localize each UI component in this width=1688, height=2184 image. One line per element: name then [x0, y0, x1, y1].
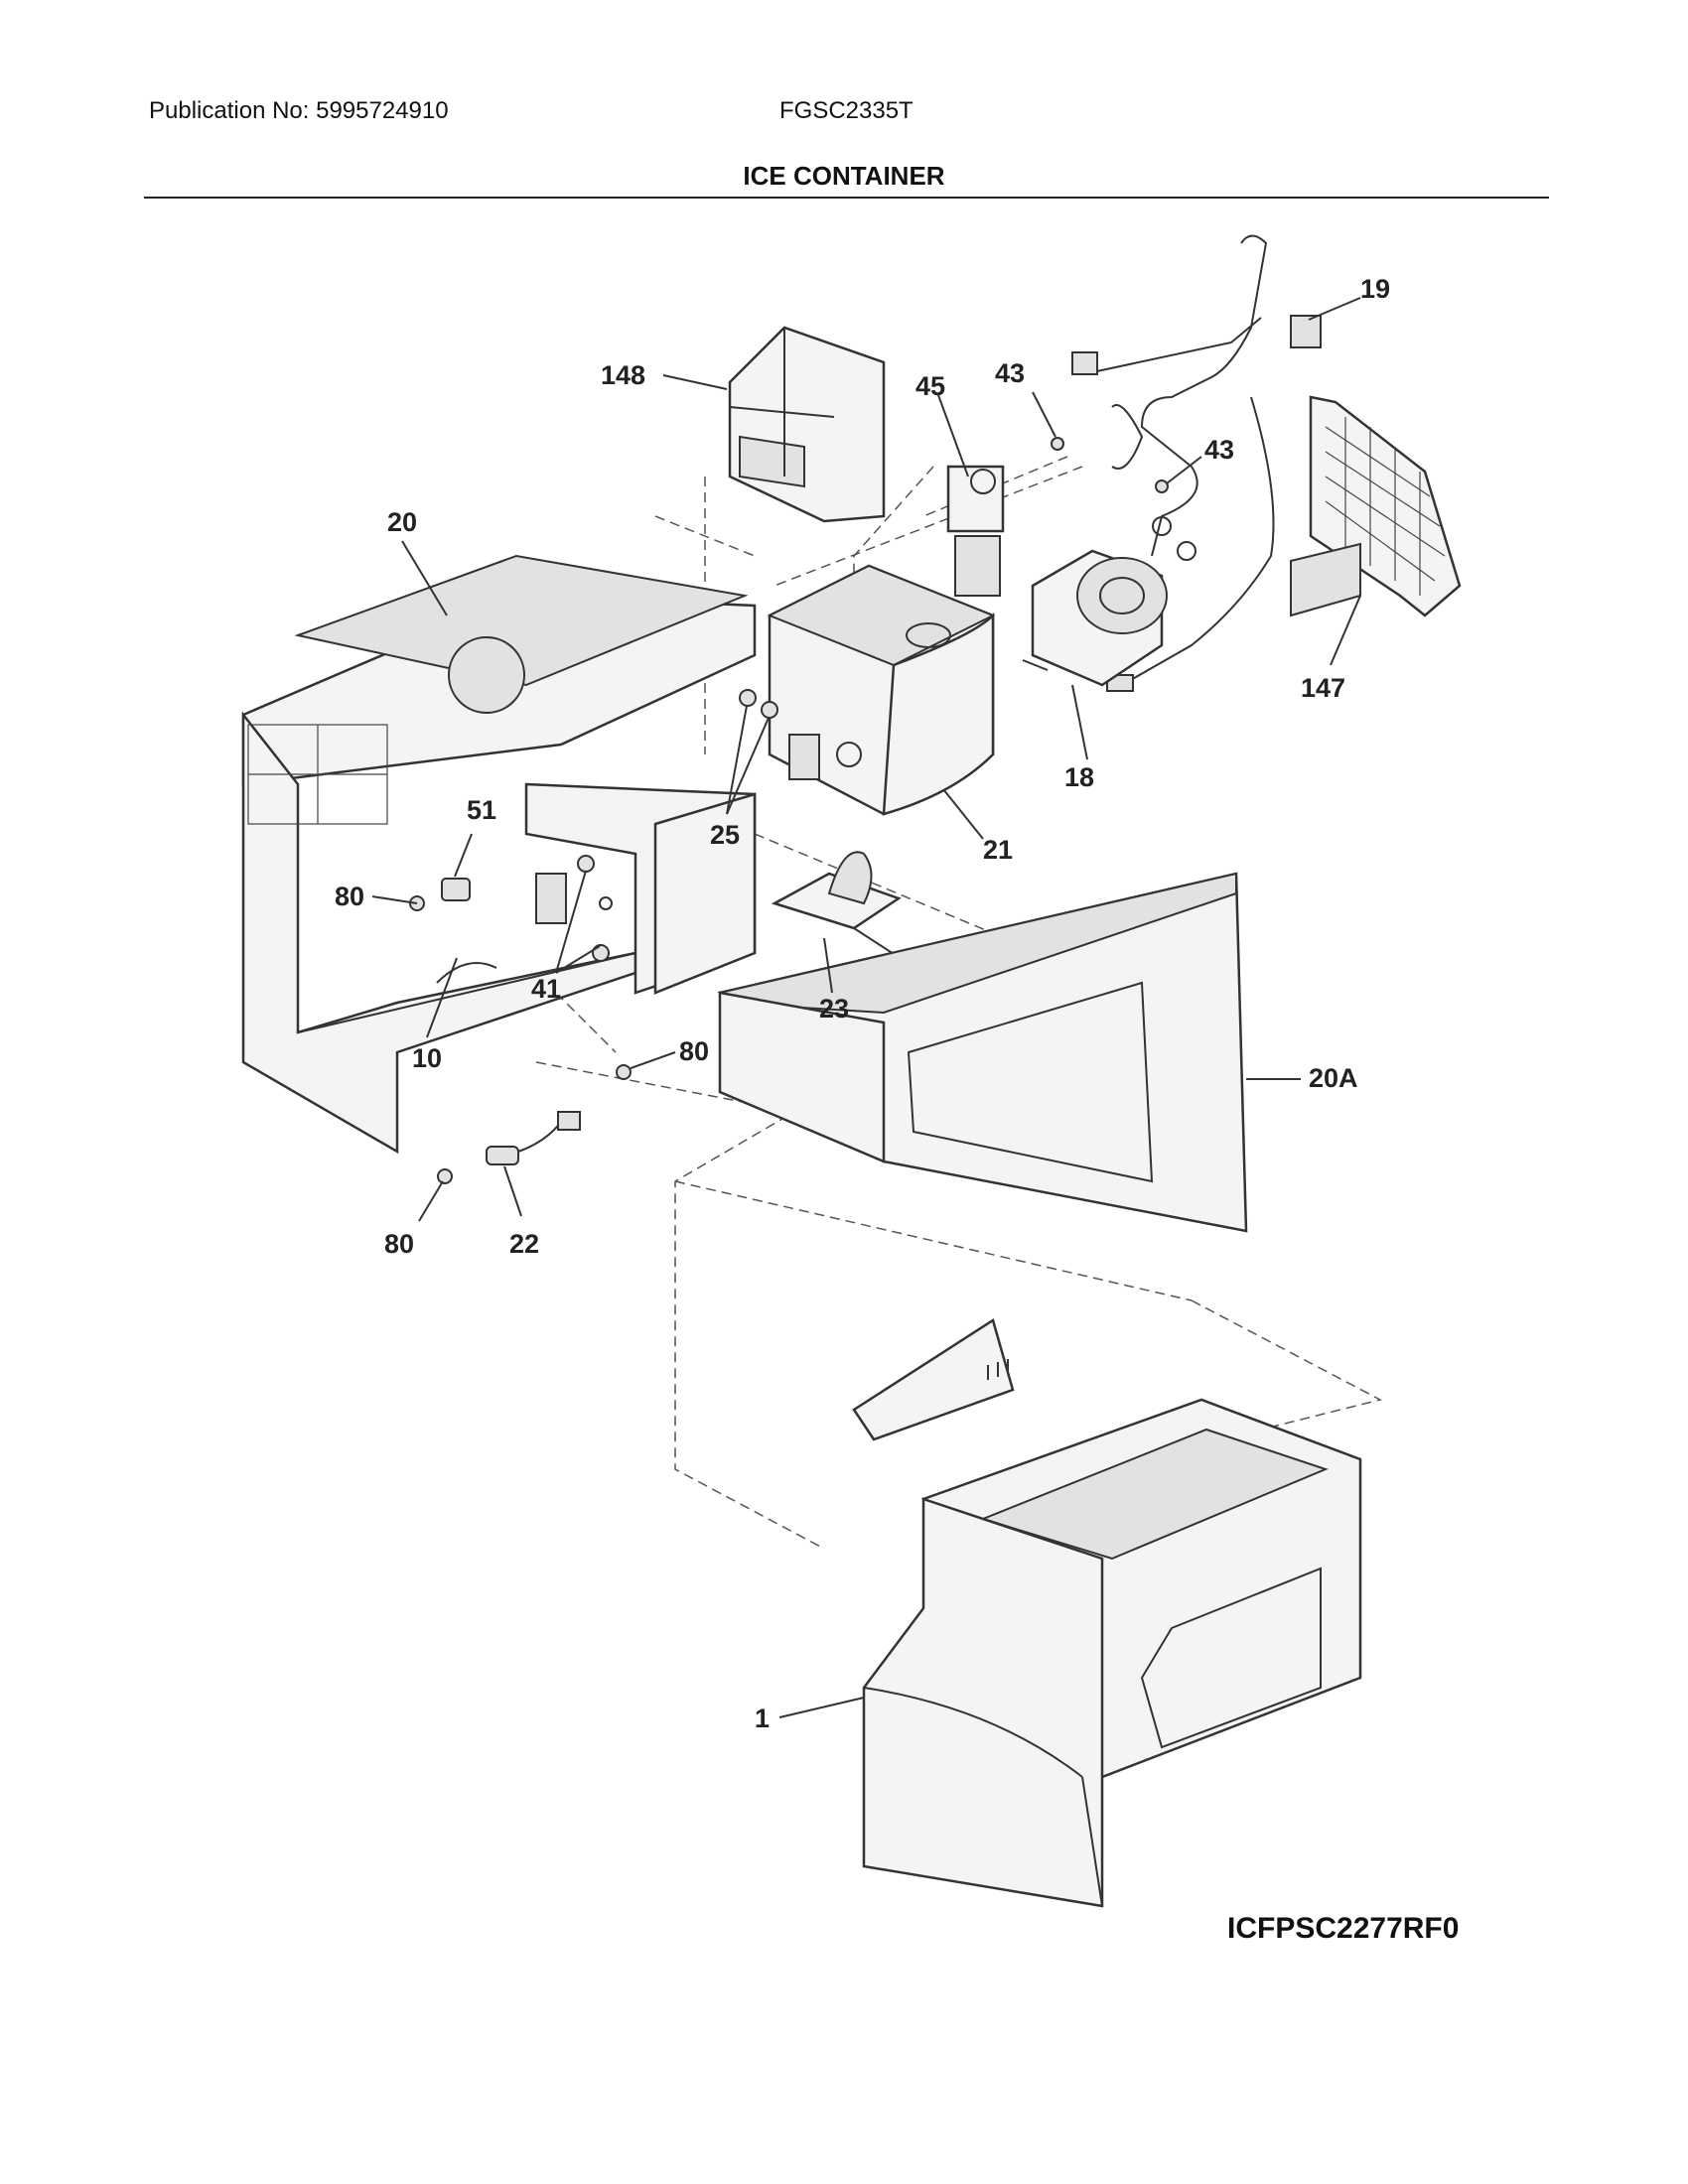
- part-147-grid-cover: [1290, 395, 1462, 617]
- callout-10: 10: [412, 1043, 442, 1073]
- part-21-motor-housing: [767, 564, 996, 816]
- part-1-ice-bucket: [862, 1398, 1362, 1908]
- part-20-housing: [241, 554, 757, 1155]
- callout-80-left: 80: [335, 882, 364, 911]
- part-18-motor: [1022, 549, 1168, 687]
- callout-18: 18: [1064, 762, 1094, 792]
- callout-80-middle: 80: [679, 1036, 709, 1066]
- callout-25: 25: [710, 820, 740, 850]
- header-rule: [144, 197, 1549, 199]
- callout-41: 41: [531, 974, 561, 1004]
- callout-21: 21: [983, 835, 1013, 865]
- callout-80-bottom: 80: [384, 1229, 414, 1259]
- part-43-screw-right: [1155, 479, 1169, 493]
- publication-number: Publication No: 5995724910: [149, 97, 449, 124]
- part-45-solenoid: [946, 465, 1005, 597]
- callout-43-top: 43: [995, 358, 1025, 388]
- model-number: FGSC2335T: [779, 97, 914, 124]
- callout-23: 23: [819, 994, 849, 1024]
- leader-lines: [371, 297, 1361, 1718]
- callout-22: 22: [509, 1229, 539, 1259]
- callout-147: 147: [1301, 673, 1345, 703]
- part-22-sensor: [486, 1111, 581, 1165]
- callout-51: 51: [467, 795, 496, 825]
- part-19-wire-harness: [1071, 234, 1322, 692]
- part-20a-front-panel: [717, 872, 1248, 1441]
- callout-45: 45: [915, 371, 945, 401]
- fasteners: [409, 689, 778, 1184]
- page-title: ICE CONTAINER: [743, 161, 945, 191]
- part-43-screw-top: [1051, 437, 1064, 451]
- diagram-code: ICFPSC2277RF0: [1227, 1912, 1459, 1945]
- callout-43-right: 43: [1204, 435, 1234, 465]
- callout-20a: 20A: [1309, 1063, 1358, 1093]
- callout-20: 20: [387, 507, 417, 537]
- part-148-cover: [728, 326, 886, 523]
- callout-148: 148: [601, 360, 645, 390]
- callout-labels: 148 45 43 19 20 43 147 18 25 21 51 80 41…: [335, 274, 1390, 1733]
- callout-1: 1: [755, 1704, 770, 1733]
- callout-19: 19: [1360, 274, 1390, 304]
